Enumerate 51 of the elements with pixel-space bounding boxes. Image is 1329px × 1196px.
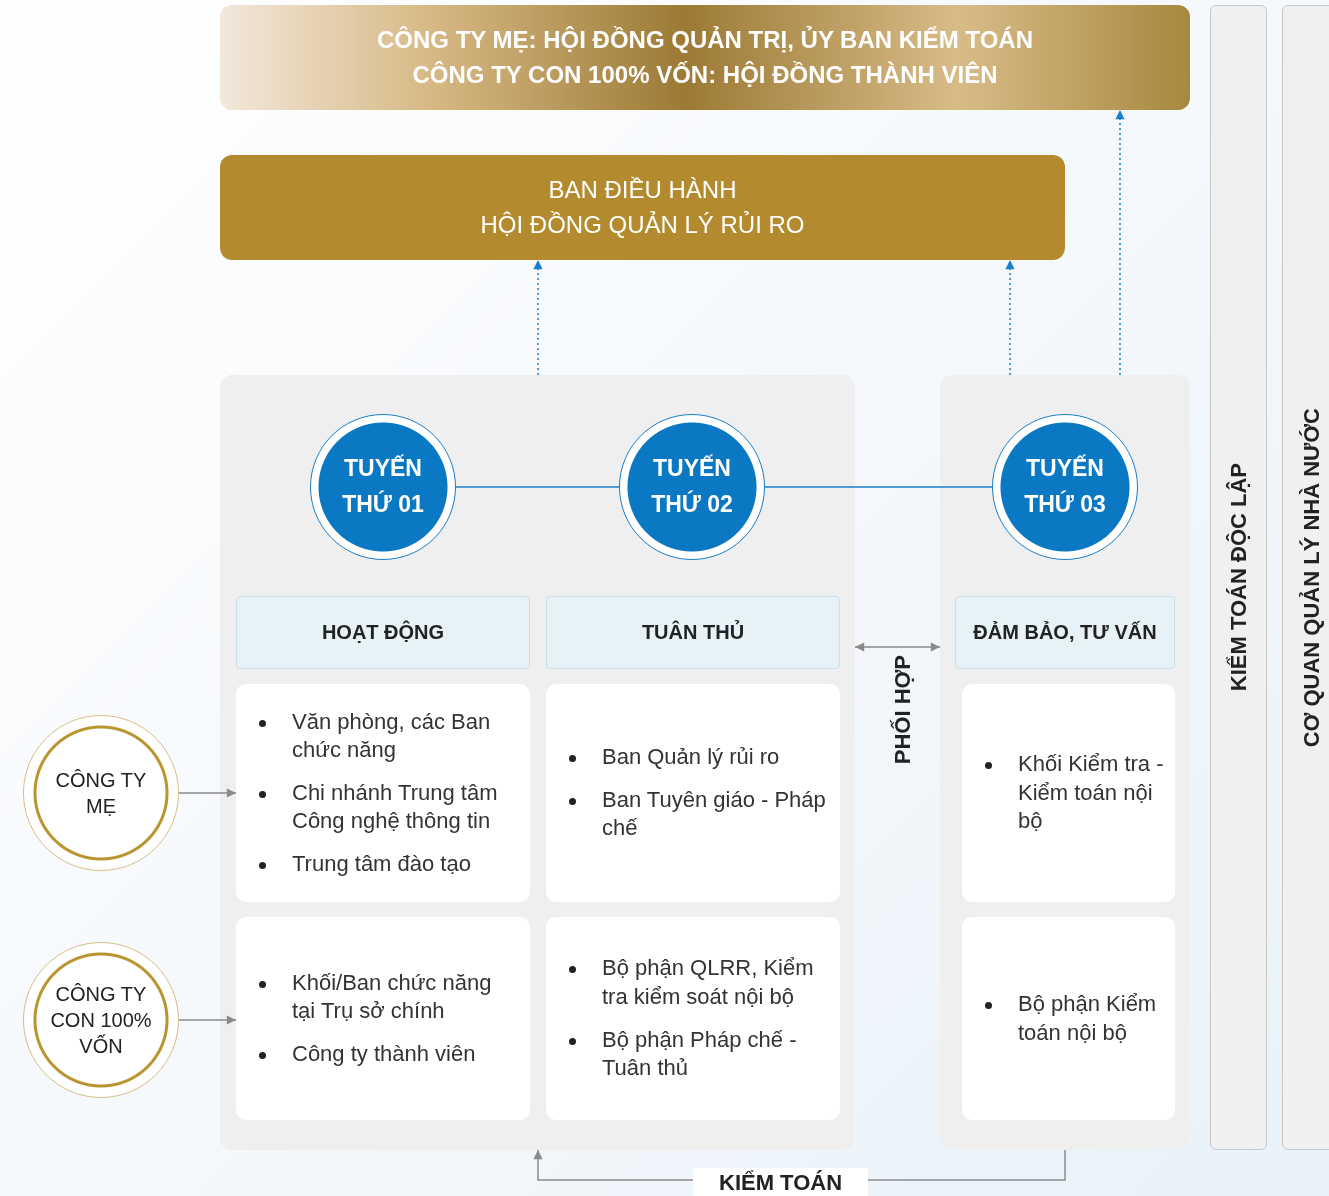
- connector-line: [455, 486, 620, 488]
- circle-label: TUYẾN THỨ 02: [650, 453, 734, 519]
- circle-label: TUYẾN THỨ 03: [1023, 453, 1107, 519]
- list-item-text: Công ty thành viên: [292, 1040, 476, 1066]
- panel-background: [220, 375, 855, 1150]
- banner-text: CÔNG TY MẸ: HỘI ĐỒNG QUẢN TRỊ, ỦY BAN KIỂM TOÁN: [377, 24, 1033, 55]
- list-item-text: Ban Quản lý rủi ro: [602, 744, 780, 770]
- list-item-text: Chi nhánh Trung tâm Công nghệ thông tin: [292, 779, 498, 834]
- content-card: [236, 917, 530, 1120]
- list-item-text: Bộ phận Pháp chế - Tuân thủ: [602, 1026, 797, 1081]
- content-card: [546, 917, 840, 1120]
- column-header: [546, 596, 840, 669]
- list-item-text: Trung tâm đào tạo: [292, 850, 471, 876]
- box-title: HỘI ĐỒNG QUẢN LÝ RỦI RO: [480, 209, 805, 240]
- executive-box: [220, 155, 1065, 260]
- arrow: [1005, 259, 1015, 376]
- content-card: [236, 684, 530, 902]
- content-card: [962, 684, 1175, 902]
- edge-label: PHỐI HỢP: [890, 655, 916, 765]
- panel-background: [940, 375, 1190, 1150]
- connector-line: [764, 486, 993, 488]
- list-item-text: Văn phòng, các Ban chức năng: [292, 708, 491, 763]
- side-bar: [1282, 5, 1329, 1150]
- bar-label: KIỂM TOÁN ĐỘC LẬP: [1225, 463, 1252, 692]
- list-item-text: Khối Kiểm tra - Kiểm toán nội bộ: [1018, 751, 1164, 834]
- list-item-text: Khối/Ban chức năng tại Trụ sở chính: [292, 969, 492, 1024]
- circle-label: CÔNG TY CON 100% VỐN: [50, 982, 152, 1059]
- arrow: [533, 259, 543, 376]
- circle-label: CÔNG TY MẸ: [54, 768, 148, 819]
- side-bar: [1210, 5, 1267, 1150]
- column-header: [236, 596, 530, 669]
- list-item-text: Ban Tuyên giáo - Pháp chế: [602, 786, 826, 841]
- header-banner: [220, 5, 1190, 110]
- list-item-text: Bộ phận Kiểm toán nội bộ: [1018, 990, 1157, 1045]
- list-item-text: Bộ phận QLRR, Kiểm tra kiểm soát nội bộ: [602, 955, 814, 1009]
- arrow: [533, 1149, 1066, 1181]
- edge-label: KIỂM TOÁN: [693, 1168, 869, 1196]
- arrow: [178, 1015, 237, 1025]
- content-card: [962, 917, 1175, 1120]
- arrow: [1115, 109, 1125, 376]
- header-text: HOẠT ĐỘNG: [321, 621, 445, 644]
- content-card: [546, 684, 840, 902]
- banner-text: CÔNG TY CON 100% VỐN: HỘI ĐỒNG THÀNH VIÊN: [412, 59, 998, 90]
- column-header: [955, 596, 1175, 669]
- bar-label: CƠ QUAN QUẢN LÝ NHÀ NƯỚC: [1299, 407, 1325, 748]
- header-text: ĐẢM BẢO, TƯ VẤN: [973, 621, 1157, 644]
- box-title: BAN ĐIỀU HÀNH: [548, 174, 737, 205]
- circle-label: TUYẾN THỨ 01: [341, 453, 425, 519]
- header-text: TUÂN THỦ: [641, 621, 745, 644]
- arrow: [854, 642, 941, 652]
- arrow: [178, 788, 237, 798]
